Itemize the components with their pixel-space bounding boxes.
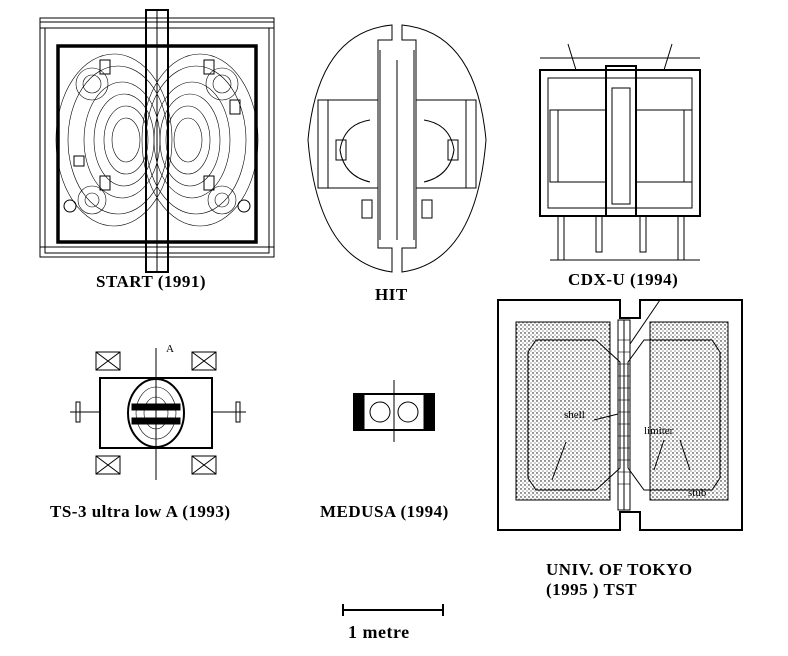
caption-cdxu: CDX-U (1994) <box>568 270 679 289</box>
cdxu-drawing <box>539 43 701 261</box>
ts3-a-label: A <box>166 343 174 355</box>
caption-start: START (1991) <box>96 272 207 291</box>
caption-tokyo-line2: (1995 ) TST <box>546 580 638 599</box>
tokyo-stub-label: stub <box>688 487 707 499</box>
caption-medusa: MEDUSA (1994) <box>320 502 449 521</box>
start-drawing <box>39 9 275 273</box>
tokyo-central-coil <box>618 339 630 485</box>
scale-bar <box>342 604 444 616</box>
hit-drawing <box>307 24 487 273</box>
caption-hit: HIT <box>375 285 408 304</box>
medusa-drawing <box>353 380 435 442</box>
tokyo-drawing: shell limiter stub <box>497 299 743 531</box>
ts3-drawing: A <box>70 343 246 480</box>
start-flux-surfaces-right <box>141 53 259 227</box>
caption-tokyo-line1: UNIV. OF TOKYO <box>546 560 693 579</box>
scale-label: 1 metre <box>348 622 410 642</box>
caption-ts3: TS-3 ultra low A (1993) <box>50 502 231 521</box>
tokyo-limiter-label: limiter <box>644 425 674 437</box>
start-flux-surfaces-left <box>55 53 173 227</box>
tokyo-shell-label: shell <box>564 409 585 421</box>
